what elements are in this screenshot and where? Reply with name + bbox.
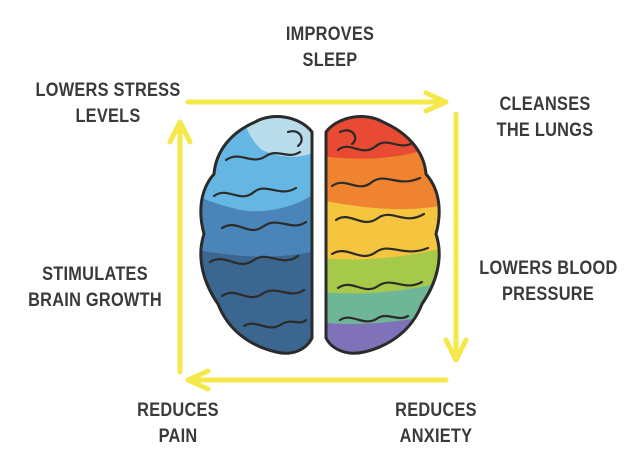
- label-line: REDUCES: [395, 400, 477, 421]
- label-line: IMPROVES: [285, 24, 375, 45]
- label-lowers-stress: LOWERS STRESS LEVELS: [31, 78, 186, 130]
- label-lowers-blood-pressure: LOWERS BLOOD PRESSURE: [479, 256, 617, 308]
- label-cleanses-lungs: CLEANSES THE LUNGS: [481, 92, 610, 144]
- label-improves-sleep: IMPROVES SLEEP: [270, 22, 390, 74]
- label-line: LEVELS: [75, 106, 141, 127]
- label-reduces-pain: REDUCES PAIN: [126, 398, 229, 450]
- arrow-bottom: [185, 368, 449, 392]
- label-line: LOWERS STRESS: [35, 80, 181, 101]
- label-line: REDUCES: [137, 400, 219, 421]
- left-hemisphere: [199, 115, 314, 355]
- label-reduces-anxiety: REDUCES ANXIETY: [384, 398, 487, 450]
- label-line: LOWERS BLOOD: [479, 258, 618, 279]
- label-line: SLEEP: [302, 50, 358, 71]
- arrow-right: [443, 111, 469, 363]
- label-line: STIMULATES: [42, 264, 148, 285]
- arrow-top: [185, 90, 449, 114]
- label-line: THE LUNGS: [496, 120, 594, 141]
- arrow-left: [167, 119, 193, 375]
- label-line: CLEANSES: [499, 94, 591, 115]
- arrow-loop: [167, 90, 469, 392]
- right-hemisphere: [324, 115, 441, 355]
- label-line: PAIN: [158, 426, 198, 447]
- label-line: PRESSURE: [502, 284, 594, 305]
- label-line: ANXIETY: [399, 426, 473, 447]
- label-stimulates-brain-growth: STIMULATES BRAIN GROWTH: [22, 262, 168, 314]
- label-line: BRAIN GROWTH: [28, 290, 162, 311]
